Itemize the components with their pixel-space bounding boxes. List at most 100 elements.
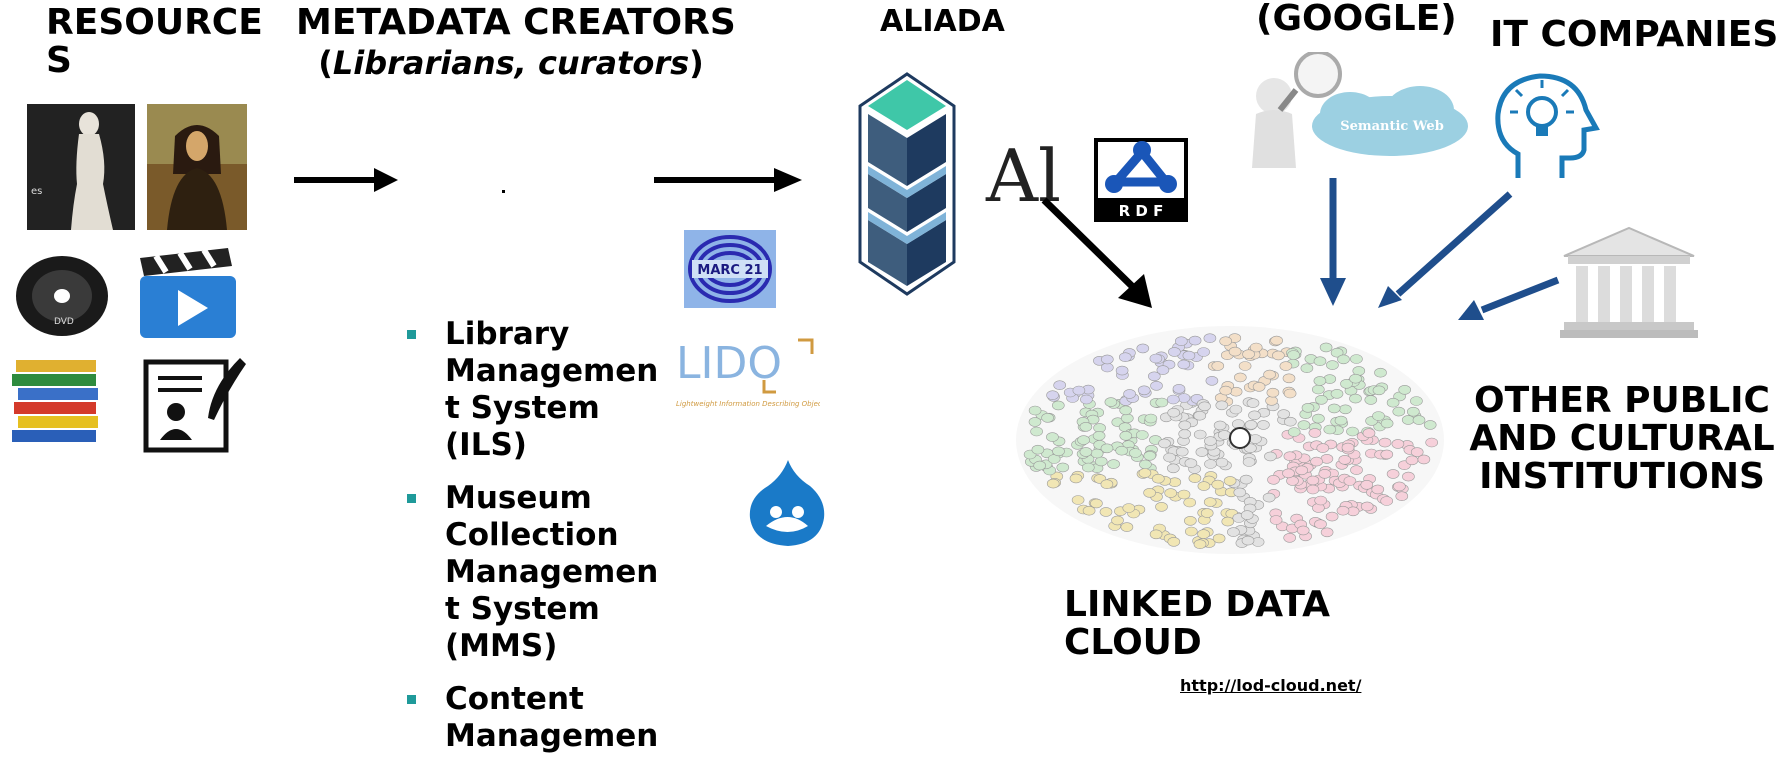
lod-node: [1279, 361, 1293, 371]
lod-node: [1046, 432, 1059, 442]
lod-node: [1184, 458, 1198, 468]
lod-node: [1227, 527, 1240, 537]
lod-node: [1168, 347, 1181, 357]
lod-node: [1306, 484, 1320, 495]
lod-node: [1287, 350, 1300, 360]
lod-node: [1115, 445, 1128, 456]
lod-node: [1313, 376, 1327, 386]
lod-node: [1090, 498, 1103, 509]
lod-node: [1204, 459, 1217, 469]
lod-node: [1046, 390, 1059, 400]
lod-title: LINKED DATA CLOUD: [1064, 584, 1330, 663]
lod-node: [1310, 456, 1323, 467]
lod-node: [1213, 420, 1227, 431]
lod-node: [1257, 420, 1270, 430]
lod-node: [1198, 401, 1211, 412]
lod-node: [1218, 430, 1231, 440]
lod-node: [1308, 428, 1322, 438]
lod-node: [1406, 406, 1420, 417]
lod-node: [1270, 335, 1283, 346]
lod-node: [1401, 415, 1415, 425]
lod-node: [1300, 363, 1314, 374]
lod-node: [1283, 533, 1297, 543]
lod-node: [1172, 384, 1186, 394]
drupal-logo: [749, 460, 825, 546]
dvd-icon: DVD: [16, 256, 108, 336]
lod-node: [1327, 403, 1341, 414]
lod-node: [1150, 380, 1163, 391]
lod-node: [1315, 395, 1328, 405]
lod-node: [1362, 428, 1376, 438]
lod-node: [1229, 404, 1243, 415]
lod-node: [1238, 361, 1252, 371]
lod-node: [1234, 372, 1247, 383]
lod-node: [1297, 420, 1311, 430]
semantic-web-figure: Semantic Web: [1252, 52, 1468, 168]
lido-logo: LIDO Lightweight Information Describing …: [676, 338, 820, 408]
google-title: (GOOGLE): [1256, 0, 1457, 39]
lod-node: [1272, 350, 1285, 361]
lod-node: [1167, 407, 1180, 418]
lod-node: [1314, 495, 1328, 506]
lod-node: [1392, 406, 1406, 417]
lod-node: [1123, 389, 1136, 399]
lod-node: [1069, 473, 1083, 484]
lod-node: [1252, 382, 1266, 392]
lod-node: [1052, 446, 1065, 457]
lod-node: [1028, 405, 1042, 416]
painting-icon: [147, 104, 247, 230]
lod-node: [1152, 473, 1165, 484]
lod-node: [1139, 459, 1152, 470]
lod-node: [1143, 488, 1156, 498]
lod-node: [1164, 488, 1177, 498]
semantic-web-text: Semantic Web: [1340, 119, 1444, 134]
lod-node: [1119, 405, 1132, 416]
lod-node: [1263, 369, 1276, 380]
lod-node: [1412, 415, 1426, 425]
lod-node: [1200, 508, 1214, 518]
lod-node: [1380, 449, 1394, 460]
lod-node: [1204, 436, 1217, 446]
subtitle-close: ): [689, 44, 704, 82]
lod-node: [1313, 356, 1327, 367]
lod-node: [1386, 469, 1400, 479]
lod-hub-node: [1229, 427, 1251, 449]
lod-node: [1410, 447, 1424, 457]
arrow-it-to-cloud: [1378, 191, 1513, 308]
lod-node: [1417, 454, 1431, 465]
lod-node: [1219, 385, 1232, 396]
lod-node: [1249, 342, 1263, 353]
lod-node: [1178, 420, 1192, 431]
head-lightbulb-icon: [1478, 66, 1630, 190]
lod-node: [1163, 452, 1176, 463]
lod-node: [1311, 384, 1325, 395]
lod-node: [1030, 426, 1043, 437]
lod-node: [1177, 393, 1191, 403]
lod-node: [1240, 510, 1254, 520]
lod-node: [1239, 474, 1253, 485]
lod-node: [1143, 451, 1157, 461]
lod-link[interactable]: http://lod-cloud.net/: [1180, 676, 1362, 695]
arrow-resources-to-creators: [294, 168, 398, 192]
lod-node: [1343, 476, 1357, 486]
lod-node: [1136, 430, 1149, 440]
lod-node: [1203, 497, 1217, 507]
lod-node: [1167, 394, 1180, 405]
lod-node: [1122, 503, 1136, 513]
lod-node: [1221, 516, 1235, 527]
lod-node: [1249, 434, 1262, 444]
books-image: [10, 356, 104, 452]
lod-node: [1215, 400, 1229, 411]
metadata-creators-title: METADATA CREATORS: [296, 2, 736, 43]
lod-node: [1046, 478, 1060, 489]
dvd-text: DVD: [54, 317, 74, 327]
lod-node: [1334, 415, 1348, 426]
lod-node: [1178, 429, 1191, 439]
lod-node: [1115, 365, 1129, 376]
lod-node: [1079, 447, 1093, 457]
lod-node: [1119, 431, 1133, 441]
lod-node: [1079, 422, 1093, 432]
lod-node: [1242, 457, 1256, 467]
lod-node: [1262, 492, 1276, 503]
arrow-institutions-to-cloud: [1458, 276, 1560, 320]
